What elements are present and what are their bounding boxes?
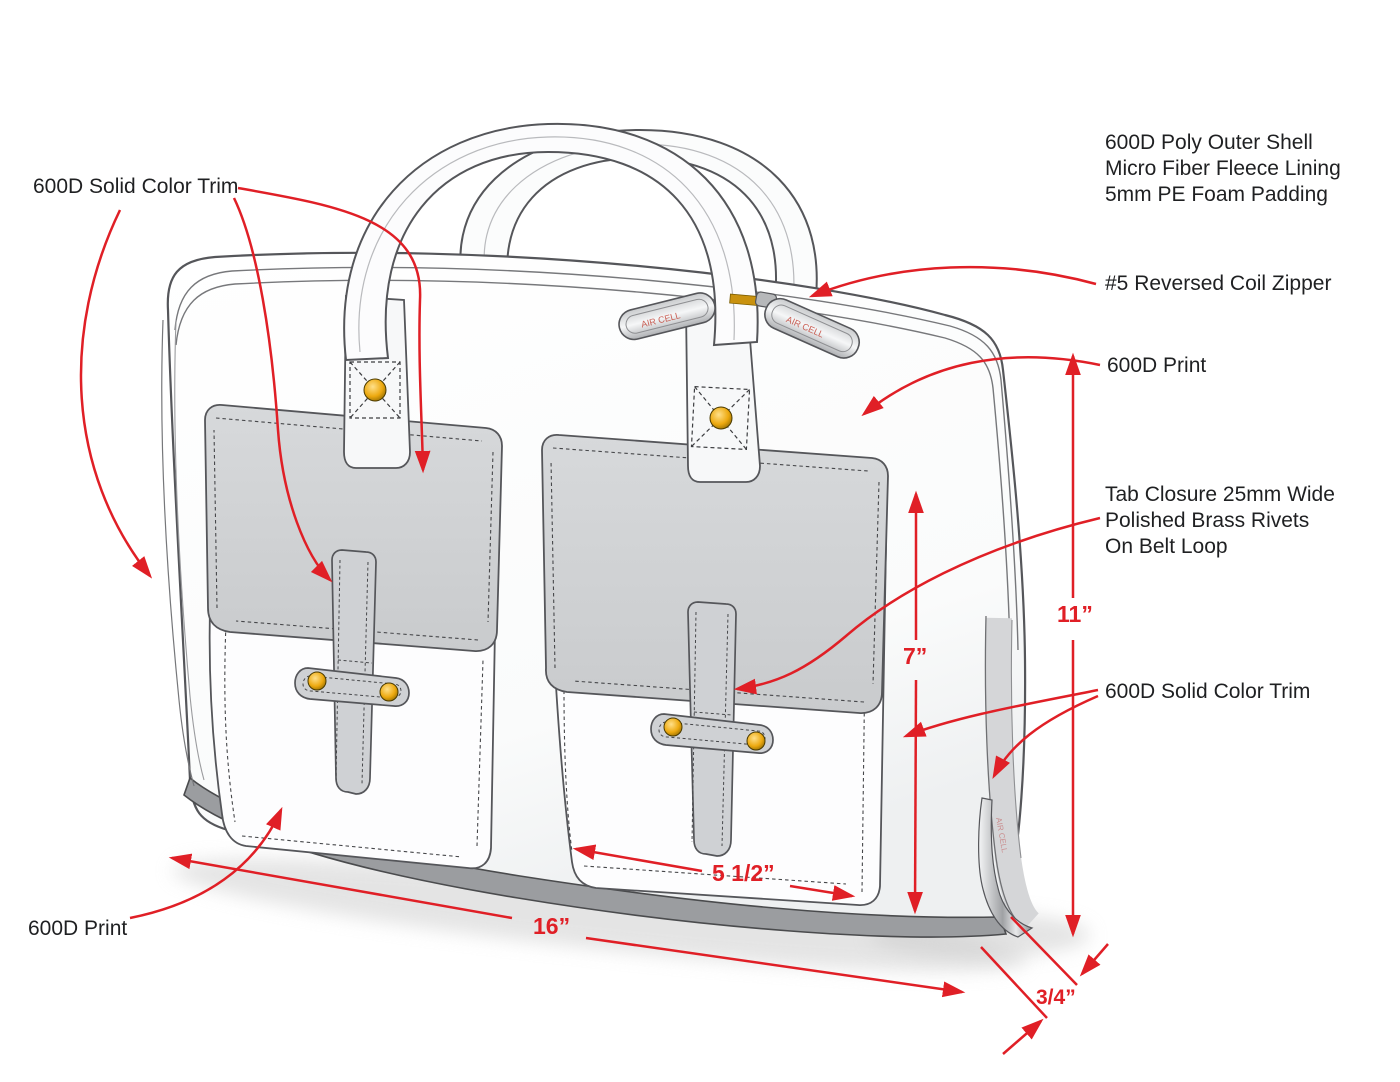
leader-trim-flap	[237, 186, 431, 474]
label-tab-line3: On Belt Loop	[1105, 535, 1228, 558]
front-handle	[343, 122, 759, 362]
corner-protector	[978, 797, 1034, 938]
rivet	[709, 406, 733, 430]
right-pocket-flap	[541, 434, 889, 714]
annotations	[79, 186, 1109, 1055]
label-tab-line2: Polished Brass Rivets	[1105, 509, 1310, 532]
left-pocket	[204, 404, 503, 870]
dim-5half-seg2	[789, 884, 856, 901]
dim-16-seg1	[168, 853, 513, 920]
left-trim-strip	[161, 319, 195, 787]
leader-trim-strap	[232, 197, 333, 583]
dim-label-16: 16”	[533, 913, 571, 939]
dim-label-7: 7”	[903, 643, 928, 669]
dim-16-seg2	[585, 936, 966, 998]
rivet	[746, 731, 766, 751]
left-pocket-strap	[331, 549, 377, 795]
label-tab-closure: Tab Closure 25mm Wide Polished Brass Riv…	[1105, 482, 1335, 560]
dim-34-tick1	[1010, 916, 1078, 986]
rivet	[307, 671, 327, 691]
dim-label-34: 3/4”	[1036, 986, 1076, 1009]
right-pocket	[541, 434, 889, 906]
label-materials: 600D Poly Outer Shell Micro Fiber Fleece…	[1105, 130, 1341, 208]
right-strap-anchor	[685, 307, 761, 483]
side-gusset: AIR CELL	[978, 615, 1040, 938]
dim-34-arrow1	[1079, 943, 1109, 977]
label-print-bottom: 600D Print	[28, 917, 128, 940]
leader-print-bottom	[129, 806, 283, 920]
label-print-right: 600D Print	[1107, 354, 1207, 377]
zipper-pull-right: AIR CELL	[764, 297, 861, 359]
label-materials-line2: Micro Fiber Fleece Lining	[1105, 157, 1341, 180]
leader-zipper	[808, 265, 1097, 298]
label-zipper: #5 Reversed Coil Zipper	[1105, 272, 1332, 295]
dim-34-arrow2	[1002, 1018, 1044, 1055]
zipper-assembly: AIR CELL AIR CELL	[618, 291, 861, 359]
label-trim-right: 600D Solid Color Trim	[1105, 680, 1311, 703]
leader-tab-closure	[733, 516, 1101, 695]
label-materials-line3: 5mm PE Foam Padding	[1105, 183, 1328, 206]
rivet	[663, 717, 683, 737]
dim-34-tick2	[980, 946, 1048, 1019]
leader-trim-right-b	[992, 694, 1099, 779]
label-trim-top-left: 600D Solid Color Trim	[33, 175, 239, 198]
rivet	[363, 378, 387, 402]
label-materials-line1: 600D Poly Outer Shell	[1105, 131, 1313, 154]
dim-7-seg2	[907, 679, 923, 915]
rivet	[379, 682, 399, 702]
label-tab-line1: Tab Closure 25mm Wide	[1105, 483, 1335, 506]
leader-trim-left-edge	[79, 209, 153, 579]
dim-label-5half: 5 1/2”	[712, 860, 775, 886]
zipper-pull-left: AIR CELL	[618, 292, 716, 341]
dim-label-11: 11”	[1057, 601, 1093, 627]
dim-5half-seg1	[572, 844, 703, 873]
